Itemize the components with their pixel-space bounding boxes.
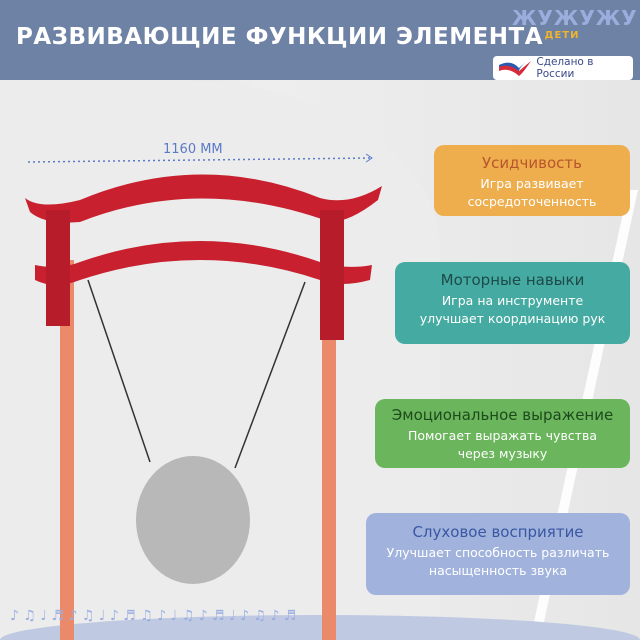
card-title: Моторные навыки <box>440 271 585 289</box>
feature-card-emotional-expression: Эмоциональное выражение Помогает выражат… <box>375 399 630 468</box>
logo-subtitle: ДЕТИ <box>544 30 580 41</box>
right-post <box>322 260 336 640</box>
header-banner: РАЗВИВАЮЩИЕ ФУНКЦИИ ЭЛЕМЕНТА ЖУЖУЖУ ДЕТИ… <box>0 0 640 80</box>
dimension-line <box>27 157 373 163</box>
card-text: Улучшает способность различать насыщенно… <box>386 545 610 578</box>
left-cord <box>87 279 151 463</box>
made-in-label: Сделано в России <box>536 56 594 80</box>
card-text: Игра развивает сосредоточенность <box>467 176 597 209</box>
russia-flag-icon <box>499 61 531 76</box>
left-post <box>60 260 74 640</box>
page-title: РАЗВИВАЮЩИЕ ФУНКЦИИ ЭЛЕМЕНТА <box>16 24 544 50</box>
card-title: Эмоциональное выражение <box>391 406 614 424</box>
right-bracket <box>320 210 344 340</box>
dimension-arrow-icon <box>365 153 373 163</box>
top-beam <box>25 174 382 223</box>
width-dimension-label: 1160 ММ <box>163 142 223 157</box>
left-bracket <box>46 210 70 326</box>
made-in-russia-badge: Сделано в России <box>493 56 633 80</box>
card-title: Слуховое восприятие <box>412 523 584 541</box>
gong-disc <box>136 456 250 584</box>
feature-card-motor-skills: Моторные навыки Игра на инструменте улуч… <box>395 262 630 344</box>
feature-card-perseverance: Усидчивость Игра развивает сосредоточенн… <box>434 145 630 216</box>
right-cord <box>234 281 306 469</box>
feature-card-auditory-perception: Слуховое восприятие Улучшает способность… <box>366 513 630 595</box>
middle-beam <box>35 241 372 285</box>
music-notes-decor: ♪ ♫ ♩ ♬ ♪ ♫ ♩ ♪ ♬ ♫ ♪ ♩ ♫ ♪ ♬ ♩ ♪ ♫ ♪ ♬ <box>10 608 296 624</box>
card-title: Усидчивость <box>482 154 582 172</box>
card-text: Игра на инструменте улучшает координацию… <box>419 293 606 326</box>
card-text: Помогает выражать чувства через музыку <box>407 428 597 461</box>
